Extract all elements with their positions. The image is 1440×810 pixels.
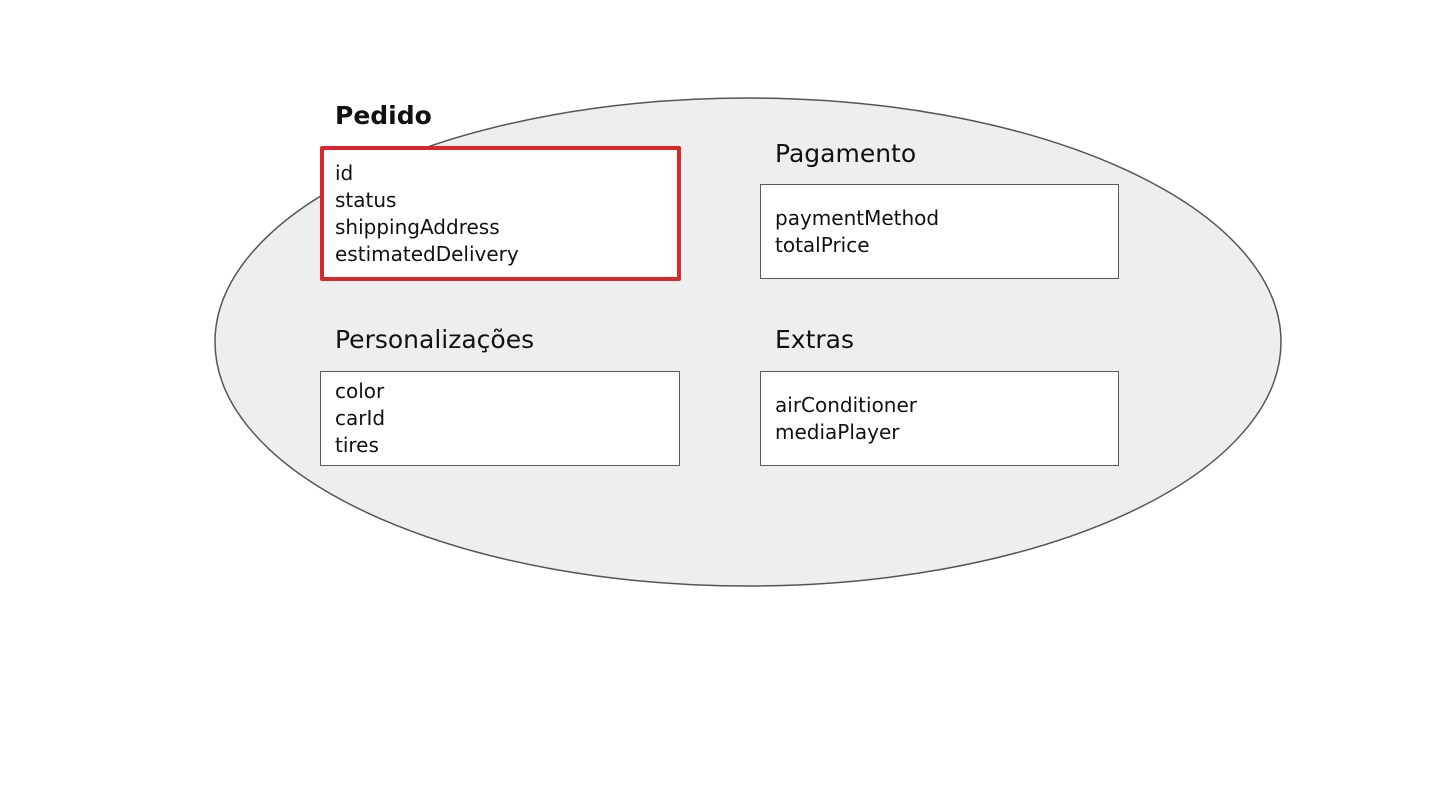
group-box-personalizacoes: color carId tires	[320, 371, 680, 466]
group-box-pagamento: paymentMethod totalPrice	[760, 184, 1119, 279]
group-title-pagamento: Pagamento	[775, 139, 917, 168]
field-total-price: totalPrice	[775, 232, 870, 257]
group-box-extras: airConditioner mediaPlayer	[760, 371, 1119, 466]
field-payment-method: paymentMethod	[775, 205, 940, 230]
group-title-extras: Extras	[775, 325, 855, 354]
field-color: color	[335, 379, 385, 403]
group-title-personalizacoes: Personalizações	[335, 325, 535, 354]
field-car-id: carId	[335, 406, 386, 430]
field-media-player: mediaPlayer	[775, 419, 900, 444]
group-box-pedido: id status shippingAddress estimatedDeliv…	[320, 146, 681, 281]
field-shipping-address: shippingAddress	[335, 214, 500, 239]
field-air-conditioner: airConditioner	[775, 392, 918, 417]
group-title-pedido: Pedido	[335, 101, 432, 130]
field-id: id	[335, 160, 354, 185]
field-tires: tires	[335, 433, 379, 457]
field-estimated-delivery: estimatedDelivery	[335, 241, 519, 266]
field-status: status	[335, 187, 397, 212]
